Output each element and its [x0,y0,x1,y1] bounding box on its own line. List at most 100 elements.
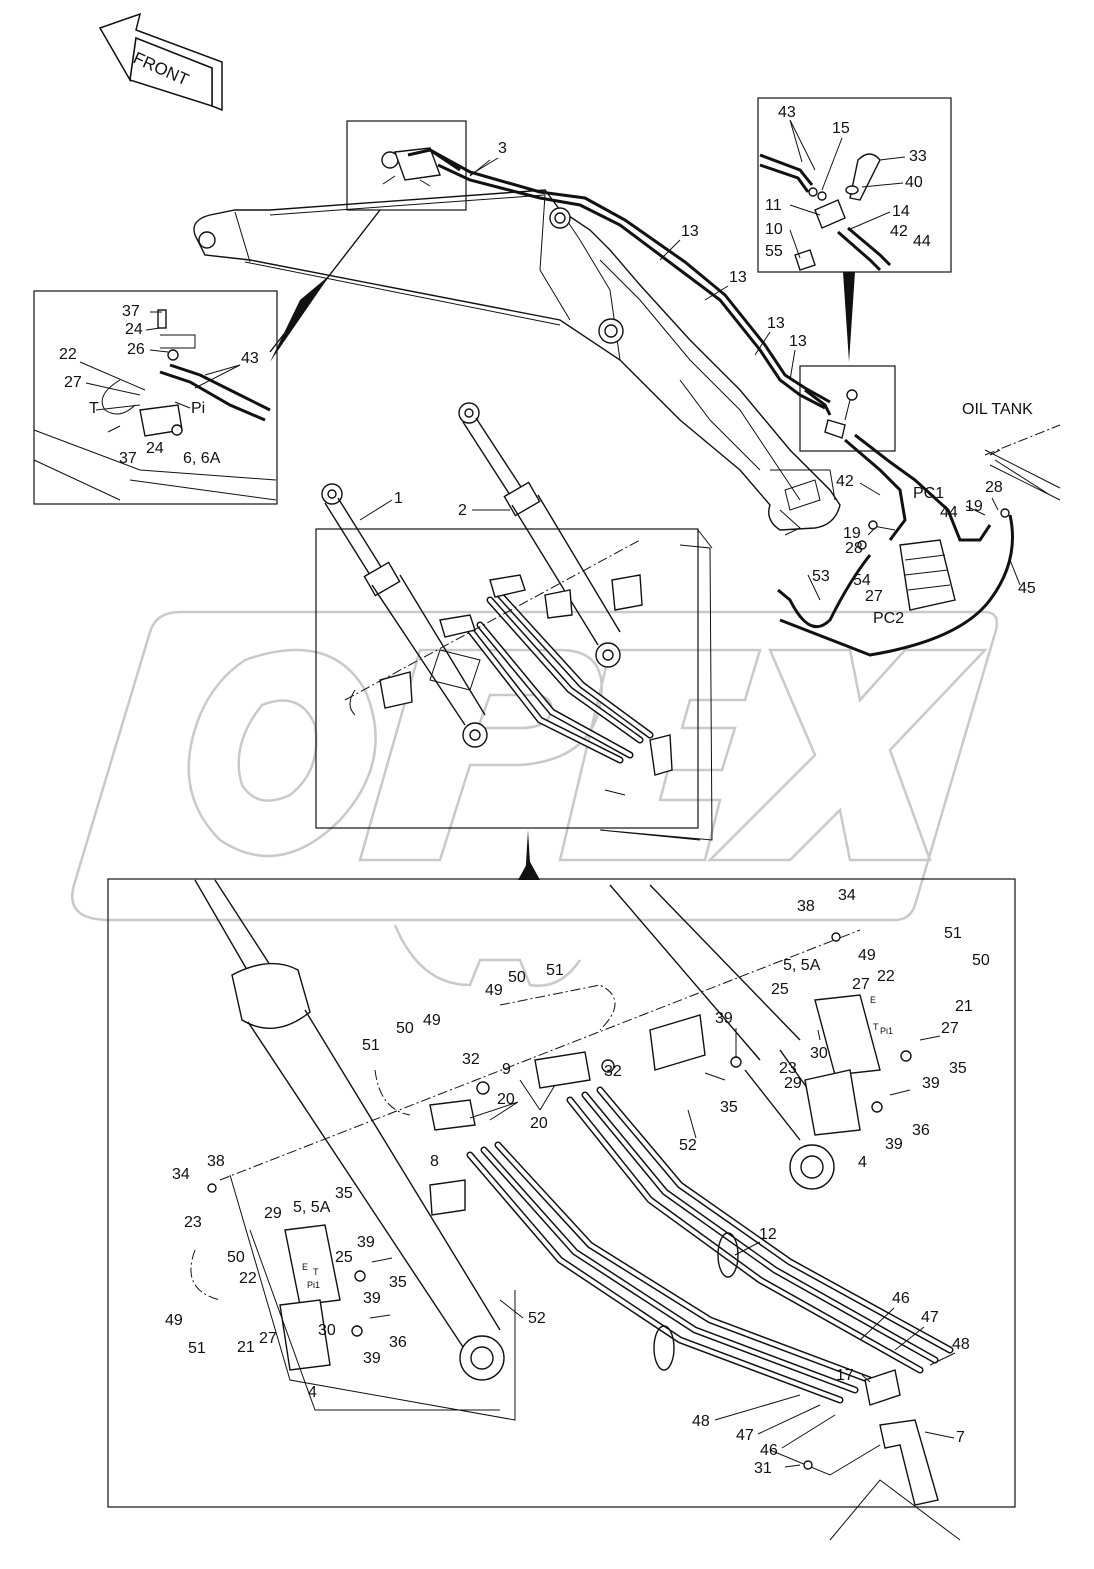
boom-end-inset [346,120,467,211]
leader-lines [79,119,1021,1468]
boom-foot-inset [799,365,896,452]
port-label-t: T [873,1022,879,1032]
label-39: 39 [363,1350,381,1367]
label-15: 15 [832,120,850,137]
oil-tank-label: OIL TANK [962,401,1033,418]
label-27: 27 [852,976,870,993]
label-20: 20 [497,1091,515,1108]
label-pc2: PC2 [873,610,904,627]
label-27: 27 [865,588,883,605]
label-14: 14 [892,203,910,220]
label-38: 38 [797,898,815,915]
label-31: 31 [754,1460,772,1477]
label-27: 27 [64,374,82,391]
label-49: 49 [858,947,876,964]
label-49: 49 [423,1012,441,1029]
label-53: 53 [812,568,830,585]
label-5-5a: 5, 5A [783,957,821,974]
hose-clamp-inset [757,97,952,273]
label-3: 3 [498,140,507,157]
label-35: 35 [335,1185,353,1202]
label-17: 17 [836,1367,854,1384]
label-30: 30 [810,1045,828,1062]
label-49: 49 [165,1312,183,1329]
label-25: 25 [335,1249,353,1266]
label-24: 24 [125,321,143,338]
label-4: 4 [858,1154,867,1171]
label-27: 27 [941,1020,959,1037]
label-13: 13 [681,223,699,240]
label-46: 46 [892,1290,910,1307]
label-46: 46 [760,1442,778,1459]
label-28: 28 [845,540,863,557]
label-19: 19 [843,525,861,542]
port-label-e: E [870,995,876,1005]
label-44: 44 [913,233,931,250]
port-label-t: T [313,1267,319,1277]
label-7: 7 [956,1429,965,1446]
label-27: 27 [259,1330,277,1347]
label-37: 37 [119,450,137,467]
label-51: 51 [362,1037,380,1054]
port-label-e: E [302,1262,308,1272]
label-50: 50 [508,969,526,986]
label-22: 22 [239,1270,257,1287]
label-Pi: Pi [191,400,205,417]
label-10: 10 [765,221,783,238]
label-39: 39 [357,1234,375,1251]
label-21: 21 [237,1339,255,1356]
label-51: 51 [944,925,962,942]
label-5-5a: 5, 5A [293,1199,331,1216]
label-48: 48 [952,1336,970,1353]
label-55: 55 [765,243,783,260]
port-label-pi1: Pi1 [307,1280,320,1290]
label-23: 23 [779,1060,797,1077]
label-13: 13 [729,269,747,286]
label-30: 30 [318,1322,336,1339]
label-44: 44 [940,504,958,521]
label-35: 35 [389,1274,407,1291]
label-47: 47 [921,1309,939,1326]
label-43: 43 [778,104,796,121]
label-13: 13 [789,333,807,350]
label-8: 8 [430,1153,439,1170]
label-51: 51 [546,962,564,979]
label-22: 22 [59,346,77,363]
label-54: 54 [853,572,871,589]
label-35: 35 [720,1099,738,1116]
label-42: 42 [890,223,908,240]
label-9: 9 [502,1061,511,1078]
label-36: 36 [912,1122,930,1139]
label-1: 1 [394,490,403,507]
label-22: 22 [877,968,895,985]
control-valve-area: OIL TANK [777,401,1061,657]
label-48: 48 [692,1413,710,1430]
label-42: 42 [836,473,854,490]
boom [193,189,841,536]
label-32: 32 [462,1051,480,1068]
front-direction-arrow: FRONT [98,12,223,112]
label-50: 50 [227,1249,245,1266]
label-4: 4 [308,1384,317,1401]
label-24: 24 [146,440,164,457]
label-39: 39 [363,1290,381,1307]
label-29: 29 [784,1075,802,1092]
label-25: 25 [771,981,789,998]
label-19: 19 [965,498,983,515]
label-43: 43 [241,350,259,367]
label-49: 49 [485,982,503,999]
label-33: 33 [909,148,927,165]
label-21: 21 [955,998,973,1015]
label-34: 34 [838,887,856,904]
part-number-labels: 3 13 13 13 13 1 2 43 15 33 40 11 14 10 4… [59,104,1036,1477]
label-T: T [89,400,99,417]
label-39: 39 [922,1075,940,1092]
label-39: 39 [715,1010,733,1027]
label-13: 13 [767,315,785,332]
label-40: 40 [905,174,923,191]
label-38: 38 [207,1153,225,1170]
label-36: 36 [389,1334,407,1351]
pilot-valve-inset [33,290,278,505]
